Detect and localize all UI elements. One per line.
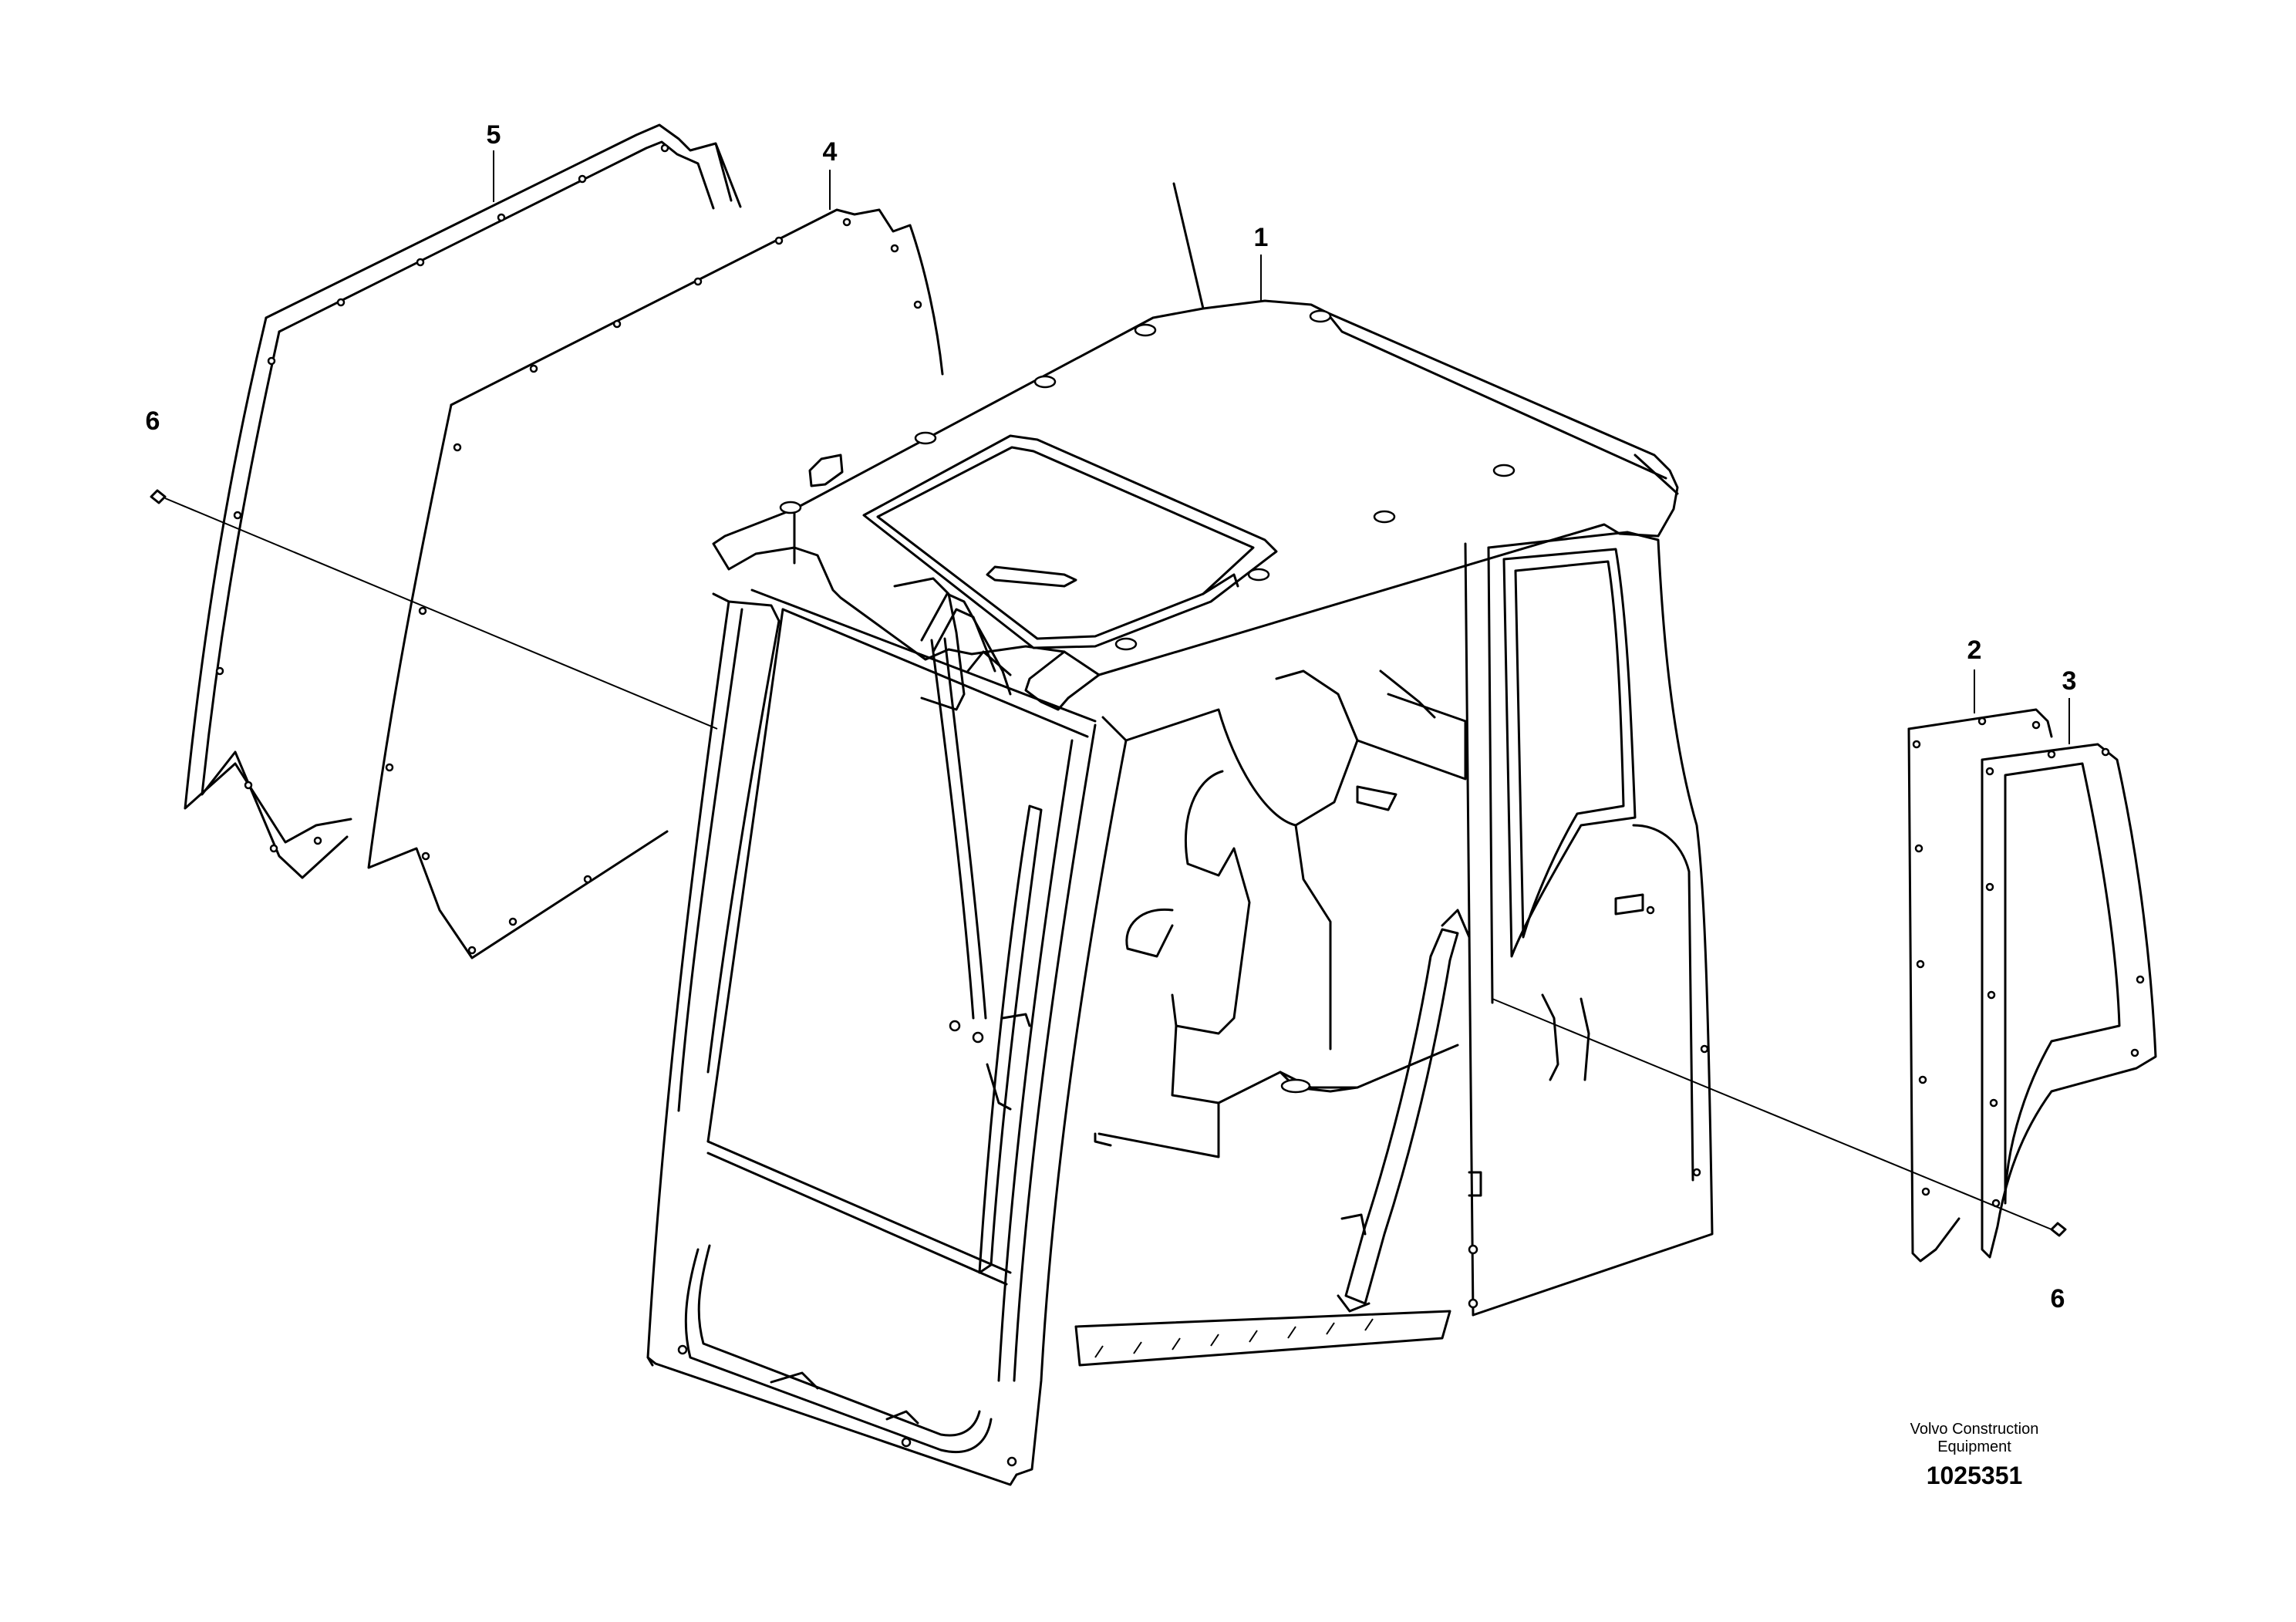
windshield-seal-part-5 — [184, 123, 742, 879]
manufacturer-line-2: Equipment — [1937, 1438, 2011, 1455]
windshield-glass-part-4 — [367, 208, 944, 959]
screw-left-part-6 — [150, 489, 718, 730]
callout-part-5: 5 — [486, 120, 501, 150]
callout-part-6-left: 6 — [145, 406, 160, 436]
callout-part-3: 3 — [2062, 666, 2077, 696]
manufacturer-label: Volvo Construction Equipment — [1897, 1421, 2052, 1456]
illustration-number: 1025351 — [1926, 1462, 2023, 1489]
callout-part-1: 1 — [1253, 223, 1269, 252]
screw-right-part-6 — [1492, 998, 2067, 1237]
manufacturer-line-1: Volvo Construction — [1910, 1421, 2039, 1438]
callout-part-2: 2 — [1967, 636, 1982, 665]
door-glass-inner-part-3 — [1981, 743, 2157, 1259]
door-glass-outer-part-2 — [1907, 708, 2053, 1263]
callout-leaders — [493, 150, 2070, 744]
callout-part-4: 4 — [822, 137, 838, 167]
cab-body-part-1 — [646, 182, 1714, 1486]
callout-part-6-right: 6 — [2050, 1284, 2065, 1313]
